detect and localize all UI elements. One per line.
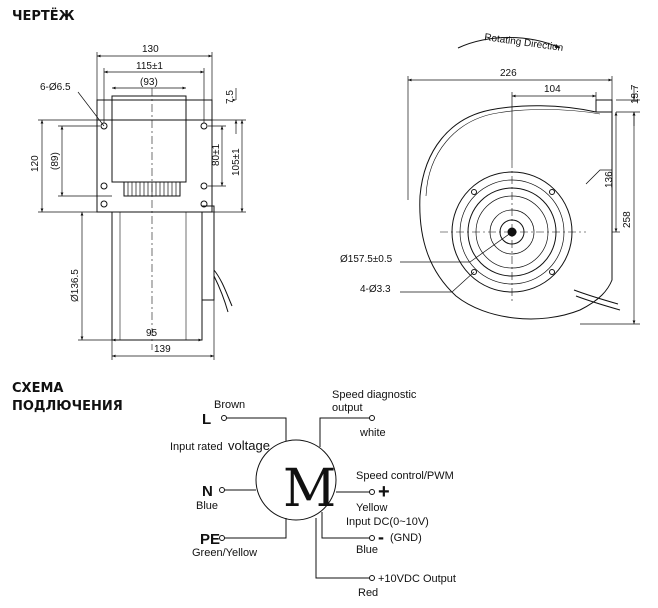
terminal-gnd xyxy=(369,535,375,541)
front-mounting-holes xyxy=(100,122,208,208)
terminal-n xyxy=(219,487,225,493)
dim-holes-front: 6-Ø6.5 xyxy=(40,82,71,93)
label-yellow: Yellow xyxy=(356,502,387,514)
side-mounting-holes xyxy=(471,189,555,275)
front-outlet xyxy=(111,95,187,183)
dim-105: 105±1 xyxy=(231,148,242,176)
terminal-10v xyxy=(369,575,375,581)
front-motor-side xyxy=(202,205,215,301)
front-cable xyxy=(213,269,233,307)
label-green-yellow: Green/Yellow xyxy=(192,547,257,559)
dim-80: 80±1 xyxy=(211,143,222,166)
label-plus: + xyxy=(378,481,390,503)
dim-95: 95 xyxy=(146,328,158,339)
label-l: L xyxy=(202,411,211,428)
dim-13-7: 13.7 xyxy=(630,84,641,104)
rotation-label: Rotating Direction xyxy=(484,32,564,54)
drawing-heading: ЧЕРТЁЖ xyxy=(12,9,75,24)
label-speed-diag-2: output xyxy=(332,402,363,414)
wiring-diagram xyxy=(219,415,375,581)
dim-104: 104 xyxy=(544,84,561,95)
label-speed-diag-1: Speed diagnostic xyxy=(332,389,417,401)
terminal-speed-control xyxy=(369,489,375,495)
terminal-pe xyxy=(219,535,225,541)
side-cable xyxy=(573,289,619,305)
label-blue-n: Blue xyxy=(196,500,218,512)
label-input-rated: Input rated xyxy=(170,441,223,453)
label-minus: - xyxy=(378,527,384,547)
motor-circle xyxy=(255,439,337,521)
dim-130: 130 xyxy=(142,44,159,55)
front-dimensions xyxy=(38,52,246,360)
dim-157-5: Ø157.5±0.5 xyxy=(340,254,393,265)
front-view xyxy=(38,52,246,360)
side-dimensions xyxy=(400,76,640,325)
dim-139: 139 xyxy=(154,344,171,355)
dim-holes-side: 4-Ø3.3 xyxy=(360,284,391,295)
dim-89: (89) xyxy=(50,152,61,170)
dim-93: (93) xyxy=(140,77,158,88)
side-view xyxy=(400,37,640,325)
wiring-heading: СХЕМА ПОДЛЮЧЕНИЯ xyxy=(12,381,123,414)
wire-l xyxy=(226,417,287,441)
label-n: N xyxy=(202,483,213,500)
label-input-dc: Input DC(0~10V) xyxy=(346,516,429,528)
label-blue-gnd: Blue xyxy=(356,544,378,556)
terminal-l xyxy=(221,415,227,421)
front-flange-outline xyxy=(96,119,213,213)
label-red: Red xyxy=(358,587,378,599)
wire-pe xyxy=(224,518,287,539)
label-voltage: voltage xyxy=(228,438,270,453)
dim-120: 120 xyxy=(30,155,41,172)
label-brown: Brown xyxy=(214,399,245,411)
rotation-arrow xyxy=(457,37,561,49)
wire-10v xyxy=(315,518,370,579)
front-housing xyxy=(111,211,203,341)
wire-gnd xyxy=(321,512,370,539)
dim-7-5: 7.5 xyxy=(225,90,236,104)
label-speed-control: Speed control/PWM xyxy=(356,470,454,482)
dim-115: 115±1 xyxy=(136,61,163,72)
dim-258: 258 xyxy=(622,211,633,228)
label-gnd: (GND) xyxy=(390,532,422,544)
side-volute xyxy=(419,99,613,320)
label-white: white xyxy=(359,427,386,439)
dim-226: 226 xyxy=(500,68,517,79)
front-flange-top xyxy=(96,99,213,120)
dim-136-5: Ø136.5 xyxy=(70,269,81,302)
dim-136: 136 xyxy=(604,171,615,188)
label-pe: PE xyxy=(200,531,220,548)
motor-letter: M xyxy=(283,459,336,519)
wire-speed-diag xyxy=(319,417,370,447)
front-impeller-blades xyxy=(127,182,177,196)
label-10v-output: +10VDC Output xyxy=(378,573,456,585)
terminal-speed-diag xyxy=(369,415,375,421)
